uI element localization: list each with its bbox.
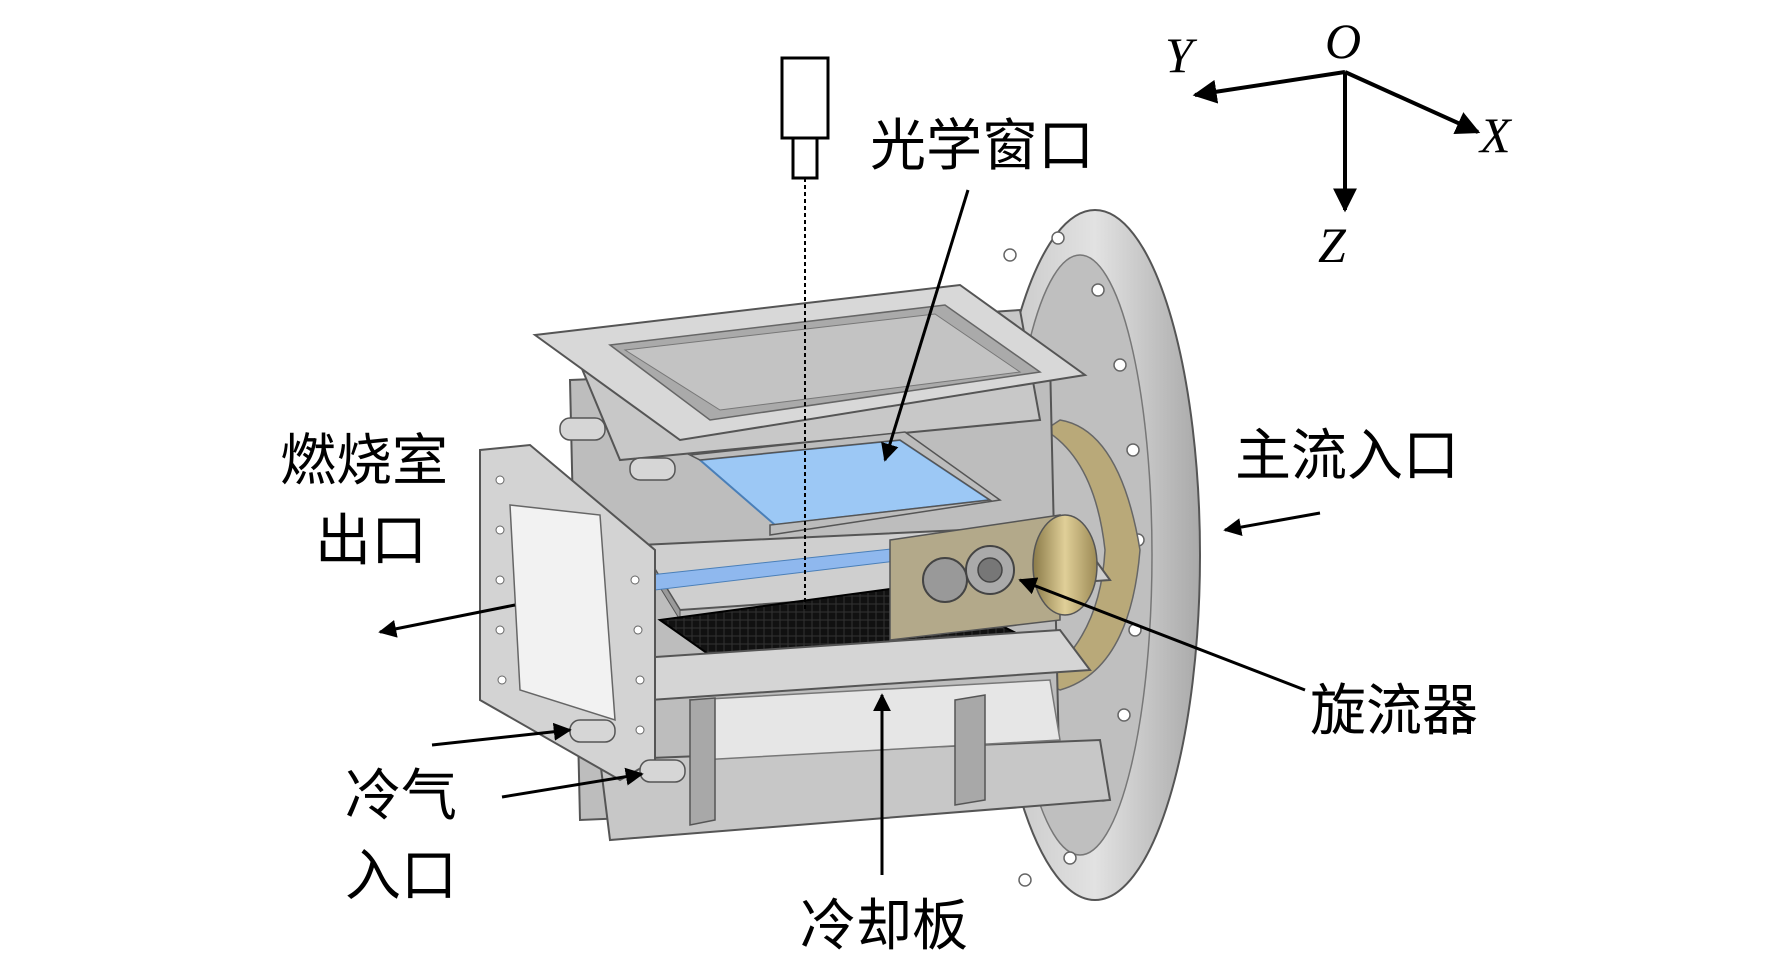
label-cold-air-line2: 入口 bbox=[345, 844, 457, 909]
combustor-body bbox=[532, 283, 1112, 842]
cold-air-pipes bbox=[559, 417, 686, 783]
swirler-leader bbox=[1018, 577, 1306, 692]
label-combustor-outlet-line1: 燃烧室 bbox=[280, 429, 448, 494]
labels: 光学窗口 燃烧室 出口 主流入口 旋流器 冷气 入口 冷却板 bbox=[280, 114, 1478, 959]
label-combustor-outlet-line2: 出口 bbox=[315, 509, 427, 574]
optical-window-leader bbox=[881, 189, 970, 462]
optical-window-glass bbox=[687, 431, 1002, 536]
label-cooling-plate: 冷却板 bbox=[800, 894, 968, 959]
axis-x-label: X bbox=[1478, 107, 1513, 163]
outlet-flow-arrow bbox=[378, 603, 516, 638]
label-main-inlet: 主流入口 bbox=[1235, 424, 1459, 489]
main-inlet-arrow bbox=[1223, 511, 1321, 537]
coordinate-axes: O Y X Z bbox=[1165, 13, 1513, 273]
axis-y-label: Y bbox=[1165, 27, 1198, 83]
axis-z-label: Z bbox=[1318, 217, 1347, 273]
camera-icon bbox=[780, 56, 830, 180]
cold-air-leader-2 bbox=[501, 767, 644, 799]
axis-origin-label: O bbox=[1325, 13, 1361, 69]
cold-air-leader-1 bbox=[431, 722, 572, 747]
label-cold-air-line1: 冷气 bbox=[345, 764, 457, 829]
apparatus-illustration bbox=[479, 56, 1201, 901]
leader-arrows bbox=[378, 189, 1321, 875]
outlet-flange bbox=[479, 443, 656, 782]
label-optical-window: 光学窗口 bbox=[870, 114, 1094, 179]
label-swirler: 旋流器 bbox=[1310, 679, 1478, 744]
